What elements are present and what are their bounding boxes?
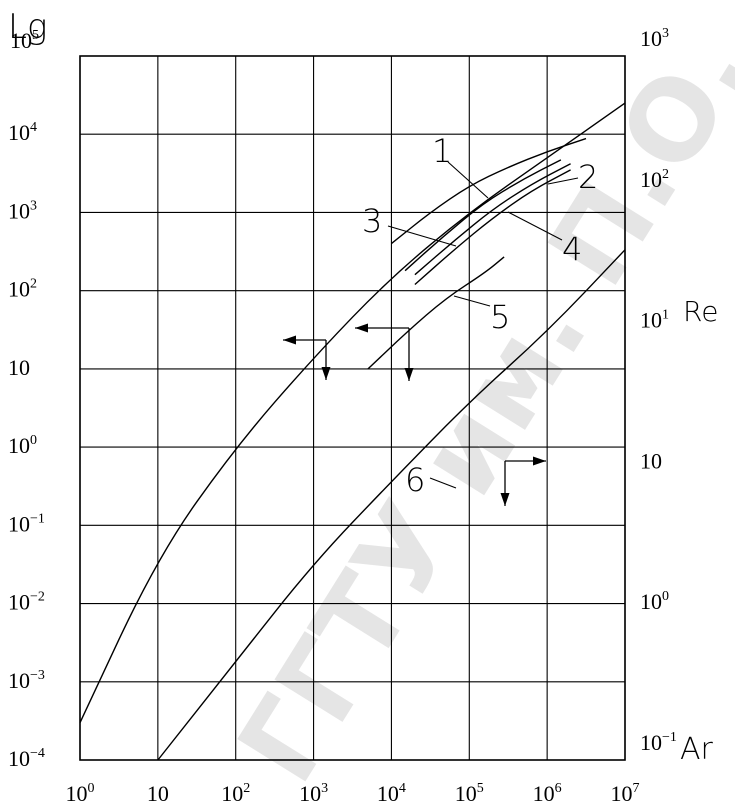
curve-label-3: 3 xyxy=(362,202,382,240)
arrow-right-3-head xyxy=(533,456,546,466)
y-left-tick-label: 10 xyxy=(8,355,30,380)
curve-2 xyxy=(414,163,571,276)
leader-line xyxy=(447,161,489,199)
y-left-tick-label: 10−2 xyxy=(8,590,45,615)
leader-line xyxy=(453,295,491,307)
x-tick-label: 106 xyxy=(533,781,562,806)
x-tick-label: 103 xyxy=(299,781,328,806)
curve-label-5: 5 xyxy=(490,298,510,336)
y-left-tick-label: 10−1 xyxy=(8,511,45,536)
arrow-left-1-head xyxy=(283,335,296,345)
plot-frame xyxy=(79,55,626,761)
leader-line xyxy=(507,211,563,241)
axes xyxy=(79,55,626,761)
y-right-tick-label: 101 xyxy=(640,308,669,333)
leader-line xyxy=(429,477,457,489)
curve-6 xyxy=(157,249,626,761)
y-left-tick-label: 10−4 xyxy=(8,746,45,771)
curve-3 xyxy=(404,159,562,272)
curve-envelope xyxy=(79,102,626,723)
y-right-axis-title: Re xyxy=(683,295,718,328)
y-left-tick-label: 10−3 xyxy=(8,668,45,693)
curve-label-4: 4 xyxy=(562,230,582,268)
curves: 1 2 3 4 5 6 xyxy=(79,102,626,761)
watermark: ГГТУ им. П.О. xyxy=(213,11,735,804)
y-right-tick-label: 103 xyxy=(640,26,669,51)
x-tick-label: 10 xyxy=(147,781,169,806)
y-left-tick-label: 102 xyxy=(8,277,37,302)
x-tick-label: 100 xyxy=(66,781,95,806)
y-right-tick-label: 10−1 xyxy=(640,730,677,755)
y-right-tick-label: 102 xyxy=(640,167,669,192)
curve-1 xyxy=(390,137,587,245)
axis-titles: Lg Re Ar xyxy=(8,7,718,767)
arrow-down-2-head xyxy=(404,368,414,381)
x-tick-label: 107 xyxy=(611,781,640,806)
curve-label-6: 6 xyxy=(405,461,425,499)
y-right-tick-label: 10 xyxy=(640,448,662,473)
arrow-down-1-head xyxy=(321,367,331,380)
arrow-down-3-head xyxy=(500,493,510,506)
x-tick-label: 105 xyxy=(455,781,484,806)
axis-pointers xyxy=(283,323,546,506)
y-right-tick-label: 100 xyxy=(640,589,669,614)
y-left-axis-title: Lg xyxy=(8,7,47,47)
curve-5 xyxy=(367,256,505,370)
y-left-tick-label: 103 xyxy=(8,198,37,223)
curve-label-1: 1 xyxy=(432,132,452,170)
y-left-tick-label: 105 xyxy=(10,28,39,53)
leader-line xyxy=(547,177,579,185)
y-left-tick-label: 100 xyxy=(8,433,37,458)
curve-4 xyxy=(414,169,571,286)
arrow-left-2-head xyxy=(355,323,368,333)
x-tick-label: 102 xyxy=(221,781,250,806)
y-left-tick-label: 104 xyxy=(8,120,37,145)
watermark-text: ГГТУ им. П.О. xyxy=(213,11,735,804)
x-tick-label: 104 xyxy=(377,781,406,806)
x-axis-title: Ar xyxy=(680,732,714,767)
leader-line xyxy=(387,225,457,247)
curve-label-2: 2 xyxy=(578,158,598,196)
